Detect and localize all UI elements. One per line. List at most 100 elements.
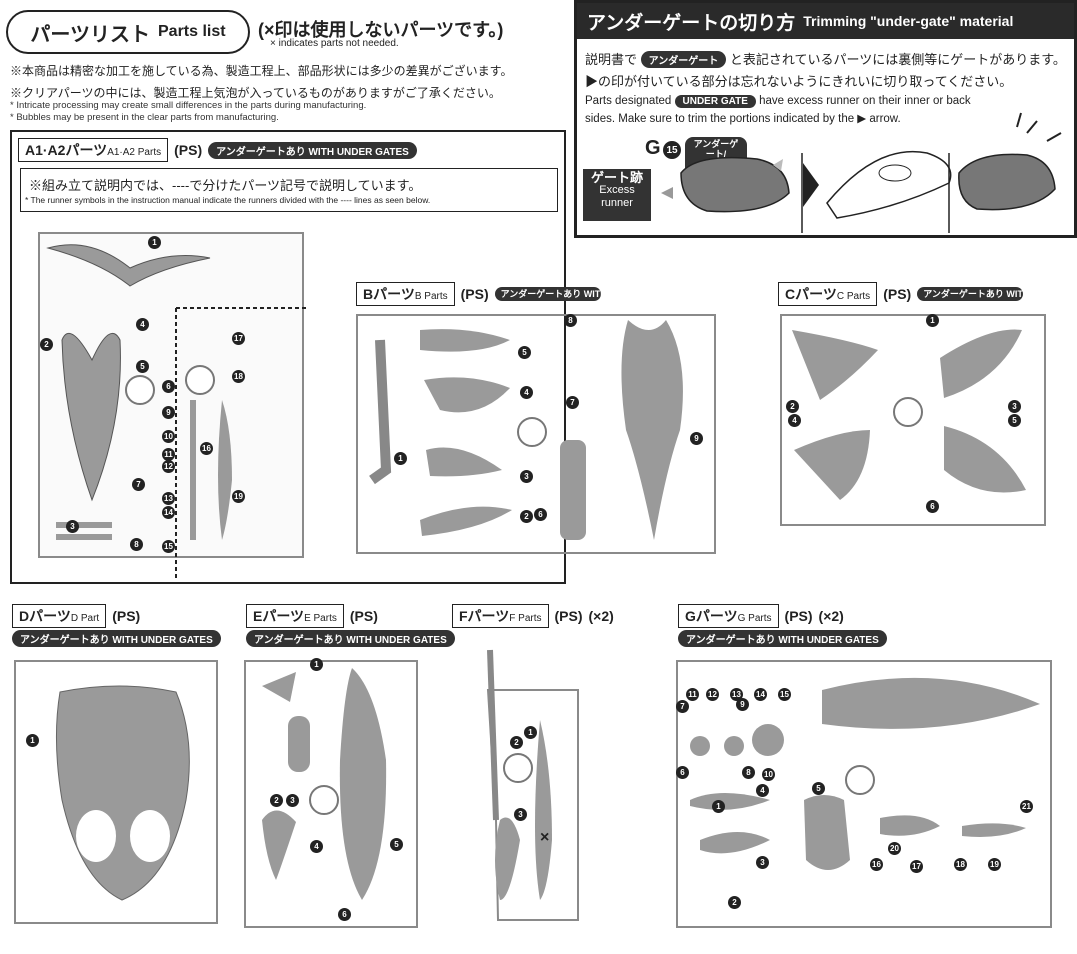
section-e-label-en: E Parts: [304, 613, 337, 624]
section-b-part-number: 9: [690, 432, 703, 445]
title-jp: パーツリスト: [30, 23, 150, 46]
section-e-part-number: 3: [286, 794, 299, 807]
section-a-part-number: 14: [162, 506, 175, 519]
section-a-part-number: 1: [148, 236, 161, 249]
section-e-part-number: 1: [310, 658, 323, 671]
under-gate-badge-en: UNDER GATE: [674, 95, 756, 108]
section-c-label-jp: Cパーツ: [785, 286, 837, 302]
section-b-label: BパーツB Parts (PS) アンダーゲートあり WITH UNDER GA…: [356, 282, 674, 306]
section-g-part-number: 13: [730, 688, 743, 701]
section-b-part-number: 2: [520, 510, 533, 523]
section-a-note-jp: ※組み立て説明内では、----で分けたパーツ記号で説明しています。: [29, 178, 422, 193]
note-bubbles-jp: ※クリアパーツの中には、製造工程上気泡が入っているものがありますがご了承ください…: [10, 86, 501, 100]
section-a-part-number: 6: [162, 380, 175, 393]
section-b-label-jp: Bパーツ: [363, 286, 415, 302]
x-note-jp: (×印は使用しないパーツです。): [258, 20, 504, 40]
section-d-label-jp: Dパーツ: [19, 608, 71, 624]
section-g-part-number: 6: [676, 766, 689, 779]
under-gate-panel: アンダーゲートの切り方 Trimming "under-gate" materi…: [574, 0, 1077, 238]
section-f-part-number: 2: [510, 736, 523, 749]
section-g-part-number: 19: [988, 858, 1001, 871]
section-g-part-number: 8: [742, 766, 755, 779]
section-g-part-number: 4: [756, 784, 769, 797]
section-a-note-box: ※組み立て説明内では、----で分けたパーツ記号で説明しています。 * The …: [20, 168, 558, 212]
example-part-number: 15: [663, 141, 681, 159]
example-part-letter: G: [645, 137, 661, 159]
x-note-en: × indicates parts not needed.: [270, 38, 399, 49]
section-e-badge: アンダーゲートあり WITH UNDER GATES: [246, 630, 455, 647]
section-g-part-number: 10: [762, 768, 775, 781]
runner-g: [676, 660, 1052, 928]
runner-b: [356, 314, 716, 554]
section-e-part-number: 2: [270, 794, 283, 807]
section-a-note-en: * The runner symbols in the instruction …: [25, 195, 431, 205]
section-d-label: DパーツD Part (PS): [12, 604, 140, 628]
section-a-part-number: 16: [200, 442, 213, 455]
section-g-label-jp: Gパーツ: [685, 608, 738, 624]
section-e-label: EパーツE Parts (PS): [246, 604, 378, 628]
under-gate-en-line1: Parts designated UNDER GATE have excess …: [585, 95, 971, 108]
section-a-part-number: 17: [232, 332, 245, 345]
under-gate-header: アンダーゲートの切り方 Trimming "under-gate" materi…: [577, 3, 1074, 39]
parts-list-title: パーツリスト Parts list: [6, 10, 250, 54]
section-b-part-number: 4: [520, 386, 533, 399]
runner-d: [14, 660, 218, 924]
section-c-part-number: 5: [1008, 414, 1021, 427]
section-e-material: (PS): [349, 608, 378, 624]
section-f-qty: (×2): [588, 608, 614, 624]
section-a-part-number: 15: [162, 540, 175, 553]
section-e-part-number: 6: [338, 908, 351, 921]
section-f-material: (PS): [554, 608, 583, 624]
section-c-material: (PS): [883, 286, 912, 302]
section-f-part-number: 3: [514, 808, 527, 821]
gate-mark-en: Excess runner: [599, 184, 635, 209]
section-g-part-number: 20: [888, 842, 901, 855]
section-g-qty: (×2): [818, 608, 844, 624]
section-f-label-jp: Fパーツ: [459, 608, 510, 624]
section-d-label-en: D Part: [70, 613, 100, 624]
note-bubbles-en: * Bubbles may be present in the clear pa…: [10, 112, 279, 123]
section-g-part-number: 15: [778, 688, 791, 701]
section-c-part-number: 6: [926, 500, 939, 513]
section-a-part-number: 11: [162, 448, 175, 461]
gate-mark-box: ゲート跡 Excess runner: [583, 169, 651, 221]
section-a-part-number: 12: [162, 460, 175, 473]
under-gate-en-pre: Parts designated: [585, 95, 672, 107]
section-a-part-number: 10: [162, 430, 175, 443]
section-b-part-number: 6: [534, 508, 547, 521]
section-a-part-number: 2: [40, 338, 53, 351]
note-precision-jp: ※本商品は精密な加工を施している為、製造工程上、部品形状には多少の差異がございま…: [10, 64, 513, 78]
section-c-part-number: 2: [786, 400, 799, 413]
note-precision-en: * Intricate processing may create small …: [10, 100, 367, 111]
section-d-material: (PS): [112, 608, 141, 624]
section-b-label-en: B Parts: [414, 291, 448, 302]
section-g-part-number: 1: [712, 800, 725, 813]
section-a-part-number: 4: [136, 318, 149, 331]
under-gate-en-line2: sides. Make sure to trim the portions in…: [585, 113, 901, 125]
section-c-part-number: 1: [926, 314, 939, 327]
gate-mark-jp: ゲート跡: [590, 170, 643, 185]
section-g-part-number: 7: [676, 700, 689, 713]
section-g-part-number: 18: [954, 858, 967, 871]
section-a-part-number: 8: [130, 538, 143, 551]
section-g-material: (PS): [784, 608, 813, 624]
section-e-label-jp: Eパーツ: [253, 608, 305, 624]
under-gate-line1: 説明書で アンダーゲート と表記されているパーツには裏側等にゲートがあります。: [585, 49, 1066, 68]
section-a-badge: アンダーゲートあり WITH UNDER GATES: [208, 141, 417, 159]
section-a-material: (PS): [174, 142, 203, 158]
section-c-part-number: 4: [788, 414, 801, 427]
under-gate-title-en: Trimming "under-gate" material: [803, 13, 1014, 29]
section-g-part-number: 16: [870, 858, 883, 871]
section-g-part-number: 21: [1020, 800, 1033, 813]
section-d-part-number: 1: [26, 734, 39, 747]
title-en: Parts list: [158, 23, 226, 40]
svg-text:×: ×: [540, 829, 549, 846]
section-g-part-number: 14: [754, 688, 767, 701]
section-b-part-number: 8: [564, 314, 577, 327]
under-gate-en-post: have excess runner on their inner or bac…: [759, 95, 971, 107]
section-g-part-number: 11: [686, 688, 699, 701]
section-f-part-number: 1: [524, 726, 537, 739]
section-a-part-number: 13: [162, 492, 175, 505]
section-b-part-number: 5: [518, 346, 531, 359]
section-a-part-number: 18: [232, 370, 245, 383]
